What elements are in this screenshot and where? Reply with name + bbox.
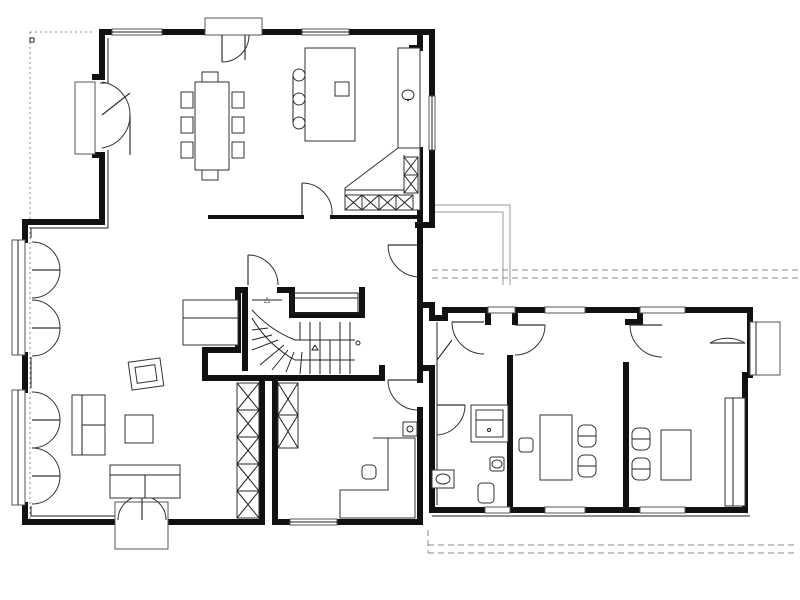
staircase: △ (251, 292, 361, 375)
east-wing-walls (417, 302, 753, 513)
dining-table (180, 71, 245, 181)
bedroom-1 (518, 414, 597, 481)
stair-arrow: △ (264, 295, 271, 304)
roof-overhang (427, 204, 798, 554)
bar-stools (292, 68, 306, 130)
east-wing-doors (436, 321, 746, 436)
kitchen-cabinets (344, 156, 419, 211)
windows (11, 17, 436, 550)
bathroom (431, 404, 509, 504)
kitchen (292, 47, 421, 211)
living-furniture (71, 299, 239, 499)
site-boundary (29, 31, 95, 525)
bedroom-2 (631, 397, 746, 507)
east-wing-windows (432, 306, 781, 517)
exterior-walls (22, 29, 435, 525)
office-desk (339, 421, 418, 519)
storage-cabinets (236, 382, 299, 519)
door-swings (31, 34, 421, 521)
